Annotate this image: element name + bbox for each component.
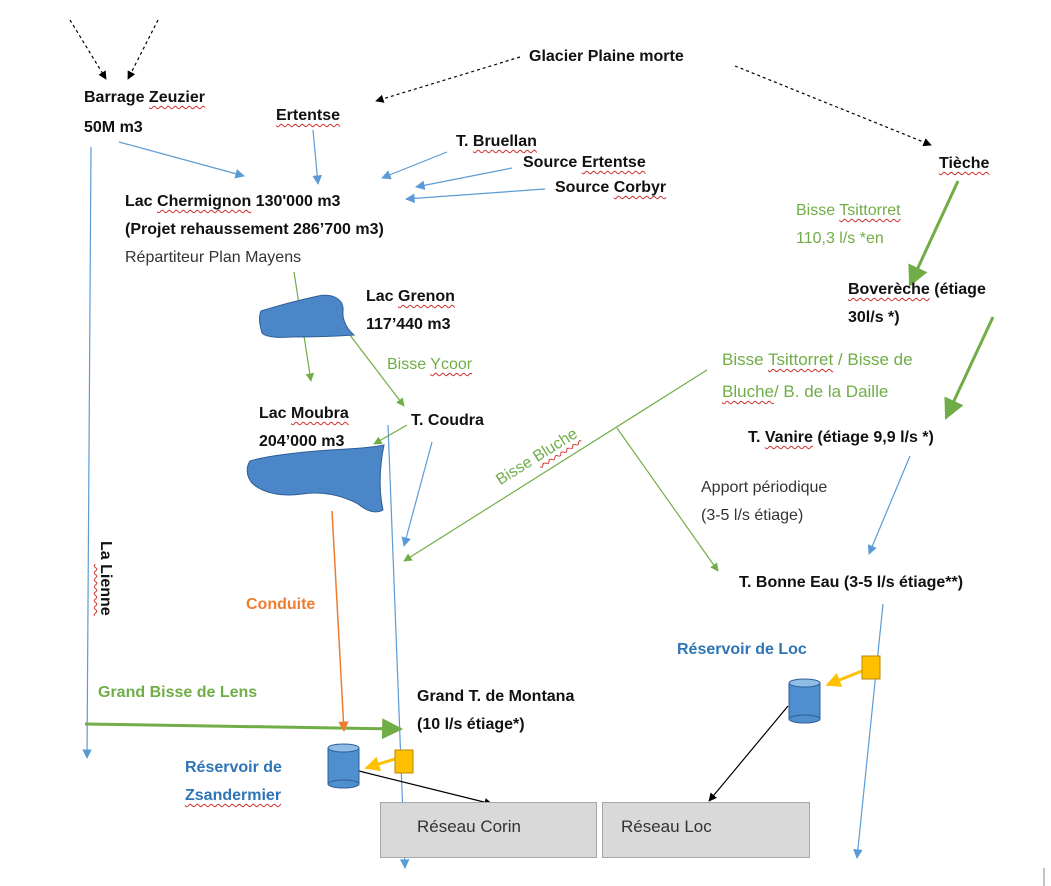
valve-loc xyxy=(861,655,881,680)
label-bisse-tsittorret-2: 110,3 l/s *en xyxy=(796,230,884,247)
label-grenon: Lac Grenon xyxy=(366,288,455,305)
label-coudra: T. Coudra xyxy=(411,412,484,429)
arrow-montana-main xyxy=(387,424,410,869)
label-bisse-ycoor: Bisse Ycoor xyxy=(387,356,473,373)
label-boverece-2: 30l/s *) xyxy=(848,309,900,326)
label-lienne: La Lienne xyxy=(97,541,114,616)
label-ertentse: Ertentse xyxy=(276,107,341,124)
arrow-valve-zsand xyxy=(364,756,396,772)
arrow-boverece-vanire xyxy=(944,316,995,420)
label-vanire: T. Vanire (étiage 9,9 l/s *) xyxy=(748,429,934,446)
arrow-coudra-moubra xyxy=(373,424,408,445)
label-apport-1: Apport périodique xyxy=(701,479,828,496)
box-reseau-loc: Réseau Loc xyxy=(602,802,810,858)
arrow-glacier-tieche xyxy=(734,65,932,147)
arrow-glacier-ertentse xyxy=(375,56,521,103)
arrow-loc-reseau-loc xyxy=(708,705,789,802)
label-moubra-vol: 204’000 m3 xyxy=(259,433,345,450)
label-apport-2: (3-5 l/s étiage) xyxy=(701,507,804,524)
arrow-zeuzier-chermignon xyxy=(118,141,245,179)
lake-moubra-shape xyxy=(246,444,385,513)
label-projet: (Projet rehaussement 286’700 m3) xyxy=(125,221,384,238)
arrow-source-ertentse-chermignon xyxy=(415,167,513,191)
label-bruellan: T. Bruellan xyxy=(456,133,537,150)
label-chermignon: Lac Chermignon 130'000 m3 xyxy=(125,193,341,210)
arrow-grenon-coudra xyxy=(345,329,405,407)
label-multi-2: Bluche/ B. de la Daille xyxy=(722,382,889,401)
label-barrage-vol: 50M m3 xyxy=(84,119,143,136)
tank-loc xyxy=(788,678,821,724)
arrow-grand-bisse xyxy=(84,718,404,740)
arrow-valve-loc xyxy=(825,669,863,687)
label-barrage: Barrage Zeuzier xyxy=(84,89,205,106)
arrow-tieche-boverece xyxy=(908,180,960,287)
label-grand-t-2: (10 l/s étiage*) xyxy=(417,716,525,733)
arrow-top-left-b xyxy=(127,19,159,80)
arrow-source-corbyr-chermignon xyxy=(405,188,546,204)
label-bonne-eau: T. Bonne Eau (3-5 l/s étiage**) xyxy=(739,574,964,591)
arrow-coudra-down xyxy=(401,441,433,547)
reseau-loc-label: Réseau Loc xyxy=(621,817,712,836)
label-source-corbyr: Source Corbyr xyxy=(555,179,667,196)
arrow-conduite xyxy=(331,510,349,733)
arrow-bluche-bonne-eau xyxy=(616,427,719,572)
label-multi-1: Bisse Tsittorret / Bisse de xyxy=(722,350,913,369)
arrow-bisse-bluche xyxy=(403,369,708,562)
label-moubra: Lac Moubra xyxy=(259,405,349,422)
box-reseau-corin: Réseau Corin xyxy=(380,802,597,858)
lake-grenon-shape xyxy=(258,294,356,338)
reseau-corin-label: Réseau Corin xyxy=(417,817,521,836)
valve-zsandermier xyxy=(394,749,414,774)
tank-zsandermier xyxy=(327,743,360,789)
arrow-vanire-bonne-eau xyxy=(867,455,911,555)
label-glacier: Glacier Plaine morte xyxy=(529,48,684,65)
arrow-lienne xyxy=(82,146,92,759)
label-boverece: Boverèche (étiage xyxy=(848,281,986,298)
label-grand-t: Grand T. de Montana xyxy=(417,688,575,705)
arrow-bruellan-chermignon xyxy=(381,151,448,180)
label-conduite: Conduite xyxy=(246,596,316,613)
label-grenon-vol: 117’440 m3 xyxy=(366,316,451,333)
label-reservoir-loc: Réservoir de Loc xyxy=(677,641,807,658)
label-reservoir-zsand-2: Zsandermier xyxy=(185,787,282,804)
arrow-ertentse-chermignon xyxy=(312,129,322,185)
arrow-zsand-reseau-corin xyxy=(358,770,493,807)
label-source-ertentse: Source Ertentse xyxy=(523,154,646,171)
arrow-top-left-a xyxy=(69,19,107,80)
label-repartiteur: Répartiteur Plan Mayens xyxy=(125,249,302,266)
label-bisse-tsittorret: Bisse Tsittorret xyxy=(796,202,901,219)
label-reservoir-zsand-1: Réservoir de xyxy=(185,759,282,776)
arrow-bonne-eau-down xyxy=(853,603,884,859)
label-tieche: Tièche xyxy=(939,155,990,172)
label-grand-bisse: Grand Bisse de Lens xyxy=(98,684,258,701)
